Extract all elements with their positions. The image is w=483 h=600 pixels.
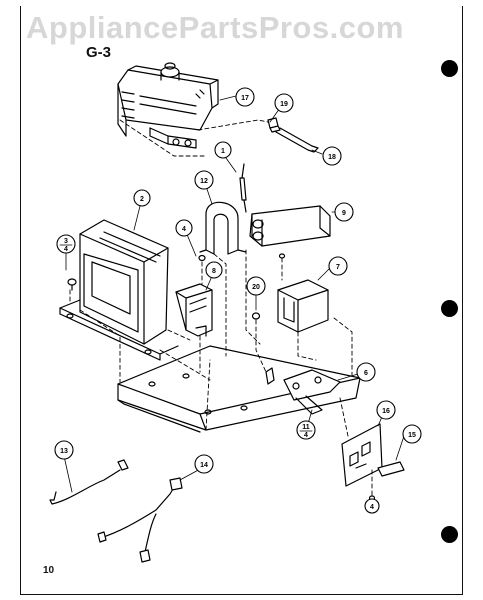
callout-11-4 — [296, 420, 316, 440]
callout-7-text: 7 — [336, 264, 340, 271]
binder-hole-middle — [441, 300, 458, 317]
page-number: 10 — [43, 565, 55, 576]
callout-14 — [194, 454, 214, 474]
screws — [198, 253, 376, 501]
callout-17-text: 17 — [241, 95, 249, 102]
callout-1-text: 1 — [221, 148, 225, 155]
binder-hole-bottom — [441, 526, 458, 543]
binder-hole-top — [441, 60, 458, 77]
callout-8-text: 8 — [212, 268, 216, 275]
callout-19-text: 19 — [280, 101, 288, 108]
callout-17 — [235, 87, 255, 107]
callout-13-text: 13 — [60, 448, 68, 455]
callout-16 — [376, 400, 396, 420]
magnetron — [117, 62, 219, 149]
interlock-bracket — [175, 283, 213, 337]
hv-diode — [239, 163, 247, 213]
callout-circles — [54, 87, 422, 514]
callout-13 — [54, 440, 74, 460]
callout-12-text: 12 — [200, 178, 208, 185]
callout-16-text: 16 — [382, 408, 390, 415]
callout-7 — [328, 256, 348, 276]
callout-3-4 — [56, 234, 76, 254]
callout-6-text: 6 — [364, 370, 368, 377]
callout-3-text: 3 — [64, 238, 68, 245]
callout-11-text: 11 — [302, 424, 310, 431]
callout-14-text: 14 — [200, 462, 208, 469]
callout-9 — [334, 202, 354, 222]
watermark: AppliancePartsPros.com — [26, 10, 404, 45]
callout-2 — [133, 189, 151, 207]
callout-1 — [214, 141, 232, 159]
callout-4b — [364, 498, 380, 514]
filament-transformer — [277, 279, 329, 333]
screw-washer — [67, 278, 77, 291]
assembly-lines — [69, 119, 373, 497]
section-label: G-3 — [86, 44, 112, 61]
callout-4b-text: 4 — [370, 504, 374, 511]
callout-8 — [205, 261, 223, 279]
callout-20 — [246, 276, 266, 296]
callout-6 — [356, 362, 376, 382]
wire-harness-14 — [97, 477, 183, 563]
hv-capacitor — [249, 205, 331, 247]
wire-harness-13 — [49, 459, 129, 505]
base-plate — [117, 345, 361, 433]
callout-4 — [175, 219, 193, 237]
noise-filter-board — [341, 423, 383, 487]
callout-11-sub-text: 4 — [304, 432, 308, 439]
callout-2-text: 2 — [140, 196, 144, 203]
callout-18 — [322, 146, 342, 166]
callout-18-text: 18 — [328, 154, 336, 161]
callout-20-text: 20 — [252, 284, 260, 291]
callout-labels: 17 19 18 1 12 9 2 3 4 4 8 20 7 6 11 4 16… — [60, 95, 416, 511]
fraction-bars — [59, 244, 313, 432]
callout-15-text: 15 — [408, 432, 416, 439]
callout-12 — [194, 170, 214, 190]
capacitor-bracket — [199, 201, 247, 255]
callout-19 — [274, 93, 294, 113]
callout-4-text: 4 — [182, 226, 186, 233]
hv-transformer — [59, 219, 179, 361]
callout-9-text: 9 — [342, 210, 346, 217]
fuse — [377, 461, 405, 477]
callout-15 — [402, 424, 422, 444]
page-frame — [20, 6, 463, 595]
callout-3-sub-text: 4 — [64, 246, 68, 253]
thermal-cutout — [267, 117, 319, 153]
